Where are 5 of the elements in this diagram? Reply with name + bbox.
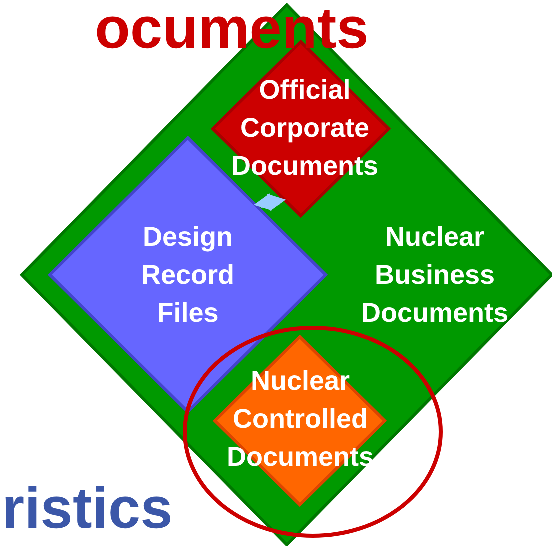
diamond-shape: [215, 337, 385, 505]
node-label: Nuclear Business Documents: [360, 221, 510, 330]
node-label: Design Record Files: [140, 221, 236, 330]
double-arrow: [254, 194, 286, 212]
heading-text: ristics: [2, 480, 173, 538]
